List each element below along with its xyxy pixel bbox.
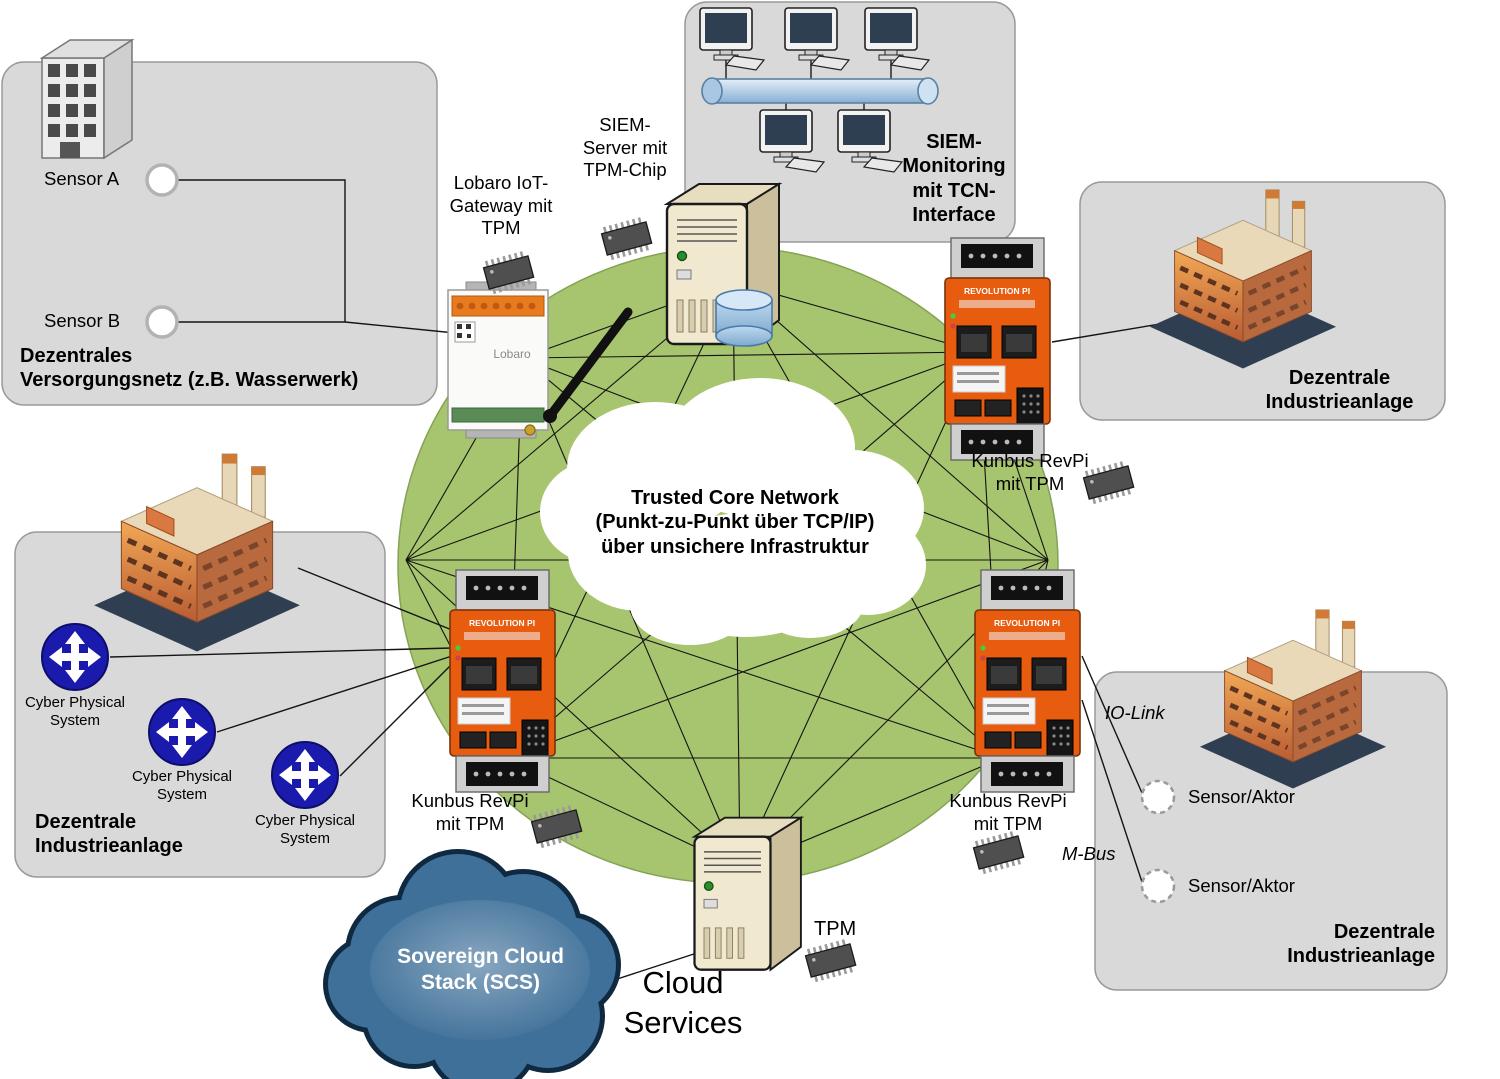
antenna-connector-icon [524, 424, 536, 436]
cps-icon-3 [271, 741, 339, 809]
kunbus-label-2: Kunbus RevPi mit TPM [411, 790, 529, 834]
sensor-aktor-icon-2 [1140, 868, 1176, 904]
siem-network-icon [699, 7, 939, 173]
sensor-aktor-label-2: Sensor/Aktor [1188, 875, 1295, 896]
zone-industrie-bottom-right-title: Dezentrale Industrieanlage [1287, 921, 1435, 968]
cloud-services-label: Cloud Services [623, 965, 743, 1041]
sensor-b-label: Sensor B [44, 310, 121, 331]
sensor-aktor-label-1: Sensor/Aktor [1188, 786, 1295, 807]
scs-cloud-icon [323, 849, 621, 1079]
zone-siem-monitoring-title: SIEM- Monitoring mit TCN- Interface [902, 131, 1006, 227]
siem-server-label: SIEM- Server mit TPM-Chip [582, 114, 668, 181]
tpm-chip-icon [803, 937, 858, 984]
cps-label-3: Cyber Physical System [254, 812, 356, 848]
database-icon [715, 289, 773, 311]
kunbus-revpi-1 [944, 237, 1051, 461]
antenna-icon [545, 307, 633, 421]
cps-label-1: Cyber Physical System [24, 694, 126, 730]
core-network-label: Trusted Core Network (Punkt-zu-Punkt übe… [595, 487, 875, 558]
sensor-a-icon [145, 163, 179, 197]
tpm-chip-icon [971, 829, 1026, 876]
lobaro-gateway-label: Lobaro IoT- Gateway mit TPM [449, 172, 553, 239]
cps-icon-1 [41, 623, 109, 691]
siem-server-icon [665, 182, 781, 347]
io-link-label: IO-Link [1105, 702, 1165, 723]
tpm-chip-icon [599, 215, 654, 262]
lobaro-device-label: Lobaro [493, 347, 531, 361]
kunbus-revpi-3 [974, 569, 1081, 793]
scs-label: Sovereign Cloud Stack (SCS) [397, 945, 564, 994]
tpm-label: TPM [814, 918, 857, 940]
cps-label-2: Cyber Physical System [131, 768, 233, 804]
core-network-cloud [540, 378, 926, 645]
kunbus-revpi-2 [449, 569, 556, 793]
sensor-aktor-icon-1 [1140, 779, 1176, 815]
m-bus-label: M-Bus [1062, 843, 1116, 864]
cps-icon-2 [148, 698, 216, 766]
sensor-b-icon [145, 305, 179, 339]
cloud-server-icon [693, 816, 803, 971]
office-building-icon [39, 38, 135, 160]
kunbus-label-3: Kunbus RevPi mit TPM [949, 790, 1067, 834]
zone-industrie-right-title: Dezentrale Industrieanlage [1265, 367, 1414, 414]
lobaro-gateway-icon: Lobaro [447, 281, 633, 439]
connector-lines [109, 179, 1173, 983]
network-bus-cylinder [711, 78, 929, 104]
zone-industrie-left-title: Dezentrale Industrieanlage [35, 811, 183, 858]
sensor-a-label: Sensor A [44, 168, 120, 189]
zone-versorgungsnetz-title: Dezentrales Versorgungsnetz (z.B. Wasser… [20, 345, 359, 392]
kunbus-label-1: Kunbus RevPi mit TPM [971, 450, 1089, 494]
